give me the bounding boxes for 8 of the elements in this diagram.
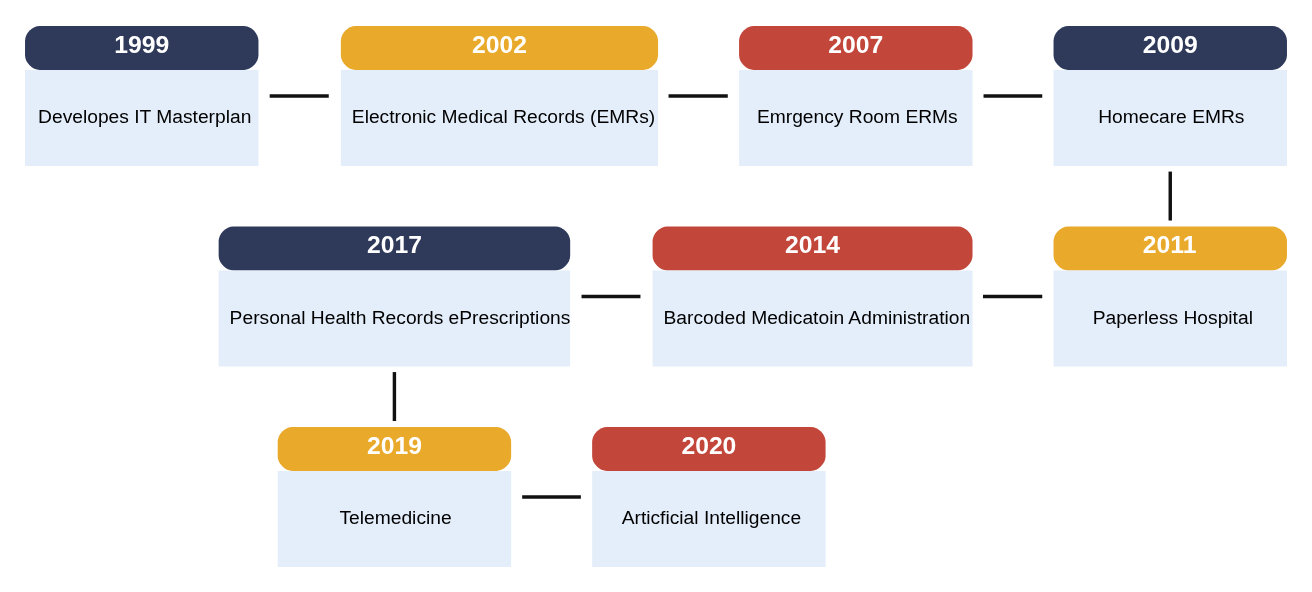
connector	[983, 93, 1043, 98]
connector	[668, 93, 728, 98]
connector	[983, 294, 1043, 298]
connector	[1168, 171, 1172, 220]
connector	[522, 494, 581, 499]
connector	[392, 371, 397, 421]
connector	[269, 93, 329, 98]
connector	[581, 294, 641, 298]
